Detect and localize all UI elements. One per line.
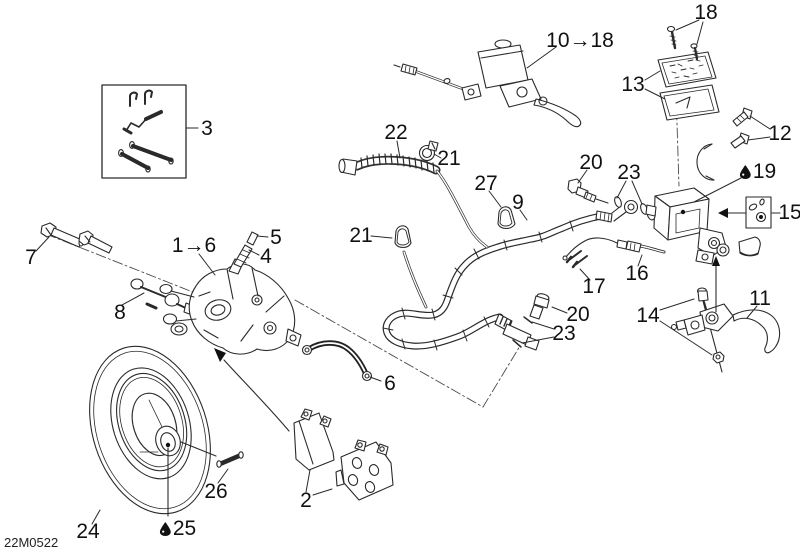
callout-24: 24 (76, 520, 100, 543)
install-arrow-lever (712, 256, 720, 312)
callout-9: 9 (512, 191, 524, 214)
oil-drop-icon (739, 165, 751, 179)
drawing-code: 22M0522 (4, 535, 59, 550)
callout-11: 11 (749, 287, 771, 310)
brake-lever (672, 288, 780, 372)
banjo-fitting-top (568, 179, 656, 222)
master-cylinder-assembly (394, 40, 581, 127)
callout-2: 2 (300, 489, 312, 512)
seal-kit-box (718, 197, 771, 228)
cable-runs (404, 171, 487, 307)
banjo-fitting-bottom (495, 293, 550, 350)
callout-22: 22 (384, 121, 408, 144)
hardware-kit-box (102, 85, 186, 178)
reservoir-cover (658, 52, 719, 120)
mounting-bolts (41, 223, 112, 253)
brake-pads (294, 409, 393, 500)
oil-drop-icon (159, 522, 171, 536)
callout-3: 3 (201, 117, 213, 140)
retaining-clip-left (395, 226, 411, 248)
hose-protector-sleeve (339, 154, 436, 175)
hub (152, 423, 184, 459)
caliper-hose (303, 343, 372, 381)
callout-23-bottom: 23 (552, 322, 576, 345)
callout-27: 27 (474, 172, 498, 195)
callout-7: 7 (25, 246, 37, 269)
callout-12: 12 (768, 122, 792, 145)
callout-20-bottom: 20 (566, 303, 590, 326)
retaining-clip-right (498, 207, 515, 229)
main-brake-hose (383, 216, 601, 350)
bleeder-screw (234, 232, 258, 267)
lever-boot (739, 237, 760, 256)
callout-10-18: 10→18 (546, 29, 614, 52)
master-cylinder-body (646, 188, 729, 264)
brake-caliper (160, 259, 301, 354)
support-bracket (131, 279, 194, 315)
callout-25: 25 (159, 517, 196, 541)
callout-16: 16 (625, 262, 649, 285)
callout-4: 4 (260, 245, 272, 268)
callout-18: 18 (694, 1, 718, 24)
callout-1-6: 1→6 (171, 234, 217, 257)
callout-6: 6 (384, 372, 396, 395)
callout-21-top: 21 (437, 147, 461, 170)
brake-disc (69, 331, 231, 530)
callout-23-top: 23 (617, 161, 641, 184)
callout-14: 14 (636, 304, 660, 327)
cover-screws (668, 27, 699, 60)
callout-13: 13 (621, 73, 645, 96)
callout-20-top: 20 (579, 151, 603, 174)
callout-17: 17 (582, 275, 606, 298)
handlebar-clamp (697, 108, 752, 180)
callout-19: 19 (739, 160, 776, 184)
callout-15: 15 (778, 201, 800, 224)
install-arrow-caliper (214, 348, 289, 431)
callout-21-left: 21 (349, 224, 373, 247)
leader-lines (36, 20, 780, 524)
construction-lines (46, 92, 679, 407)
hose-clamp-screw (420, 141, 439, 161)
callout-26: 26 (204, 480, 228, 503)
brake-light-switch (563, 238, 664, 260)
hub-pin (217, 452, 243, 467)
callout-8: 8 (114, 301, 126, 324)
cotter-pins (567, 251, 587, 267)
callout-5: 5 (270, 226, 282, 249)
